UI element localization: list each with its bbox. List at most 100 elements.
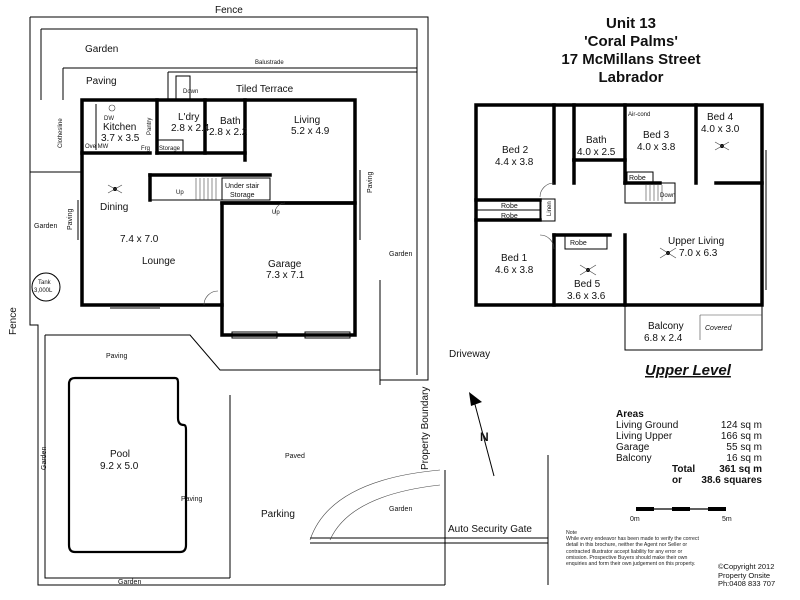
property-boundary-label: Property Boundary [420,387,431,470]
bed4-dim: 4.0 x 3.0 [701,124,740,135]
paving-left-label: Paving [67,208,74,230]
bed5-robe-box [564,234,608,250]
terrace-stair [175,75,191,101]
lounge-label: Lounge [142,256,176,267]
bed5-dim: 3.6 x 3.6 [567,291,606,302]
ceiling-fan-icon [714,141,730,151]
aircond-label: Air-cond [628,112,650,118]
ground-up-label: Up [176,190,184,196]
bed2-label: Bed 2 [502,145,529,156]
areas-row: Balcony 16 sq m [616,453,762,464]
robe-bed3-label: Robe [629,175,646,182]
dining-label: Dining [100,202,128,213]
area-squares-value: 38.6 squares [701,475,762,486]
title-suburb: Labrador [598,69,663,86]
upper-bath-label: Bath [586,135,607,146]
areas-heading: Areas [616,409,644,420]
pool-label: Pool [110,449,130,460]
ove-mw-label: Ove MW [85,144,109,150]
bed2-door-arc [539,182,555,198]
paving-label-top: Paving [86,76,117,87]
paving-boundary-mid [45,334,381,385]
garden-gate-label: Garden [389,506,412,513]
area-total-value: 361 sq m [719,464,762,475]
fence-label-top: Fence [215,5,243,16]
parking-label: Parking [261,509,295,520]
garage-door-arc [274,202,286,214]
garden-pool-label: Garden [41,447,48,470]
kitchen-label: Kitchen [103,122,136,133]
bed3-dim: 4.0 x 3.8 [637,142,676,153]
bed2-dim: 4.4 x 3.8 [495,157,534,168]
upper-living-dim: 7.0 x 6.3 [679,248,718,259]
upper-living-label: Upper Living [668,236,724,247]
ceiling-fan-icon [579,264,597,276]
copyright-line: ©Copyright 2012 [718,562,775,571]
disclaimer-note: Note While every endeavor has been made … [566,530,704,567]
pantry-label: Pantry [147,118,153,135]
bed1-door-arc [539,234,555,250]
driveway-label: Driveway [449,349,490,360]
frg-label: Frg [141,146,150,152]
living-label: Living [294,115,320,126]
areas-row: Garage 55 sq m [616,442,762,453]
storage-box [156,139,184,154]
bed1-label: Bed 1 [501,253,528,264]
fence-label-left: Fence [8,307,19,335]
ground-floor-walls [77,71,417,339]
water-tank [31,272,61,302]
under-stair-storage [221,177,271,201]
bed3-robe-box [626,171,654,184]
title-street: 17 McMillans Street [561,51,700,68]
area-label: Garage [616,442,650,453]
tiled-terrace-label: Tiled Terrace [236,84,294,95]
balcony-outline [624,305,763,351]
areas-total-row: Total 361 sq m [616,464,762,475]
upper-down-label: Down [660,193,675,199]
under-stair-label: Under stair [225,183,260,190]
areas-heading-row: Areas [616,409,762,420]
bed4-label: Bed 4 [707,112,734,123]
robe-top-label: Robe [501,203,518,210]
dw-label: DW [104,116,114,122]
copyright-block: ©Copyright 2012 Property Onsite Ph:0408 … [718,562,776,589]
upper-level-heading: Upper Level [645,362,732,379]
areas-row: Living Ground 124 sq m [616,420,762,431]
covered-label: Covered [705,325,733,332]
sink-icon [108,104,116,112]
north-label: N [480,430,489,444]
balcony-dim: 6.8 x 2.4 [644,333,683,344]
balustrade-label: Balustrade [255,60,284,66]
paving-pool-label: Paving [181,496,203,503]
laundry-label: L'dry [178,112,199,123]
paved-label: Paved [285,453,305,460]
lounge-dim: 7.4 x 7.0 [120,234,159,245]
garden-boundary-pool [44,335,230,579]
area-value: 16 sq m [726,453,762,464]
ground-stair-treads [195,178,217,200]
note-heading: Note [566,530,577,536]
garden-label-top: Garden [85,44,118,55]
area-value: 55 sq m [726,442,762,453]
robe-bottom-label: Robe [501,213,518,220]
robe-bed5-label: Robe [570,240,587,247]
scale-right-label: 5m [722,516,732,523]
under-stair-storage-label: Storage [230,192,255,199]
area-label: Living Upper [616,431,673,442]
ground-up-label-2: Up [272,210,280,216]
bed3-label: Bed 3 [643,130,670,141]
bed5-label: Bed 5 [574,279,601,290]
paving-mid-label: Paving [106,353,128,360]
garden-edge-top [41,28,418,375]
area-value: 124 sq m [720,420,762,431]
ceiling-fan-icon [107,184,123,194]
north-arrow-icon [469,392,495,477]
area-label: Balcony [616,453,652,464]
note-text: While every endeavor has been made to ve… [566,536,699,568]
copyright-phone: Ph:0408 833 707 [718,579,776,588]
areas-row: Living Upper 166 sq m [616,431,762,442]
garage-label: Garage [268,259,302,270]
area-label: Living Ground [616,420,679,431]
areas-squares-row: or 38.6 squares [616,475,762,486]
